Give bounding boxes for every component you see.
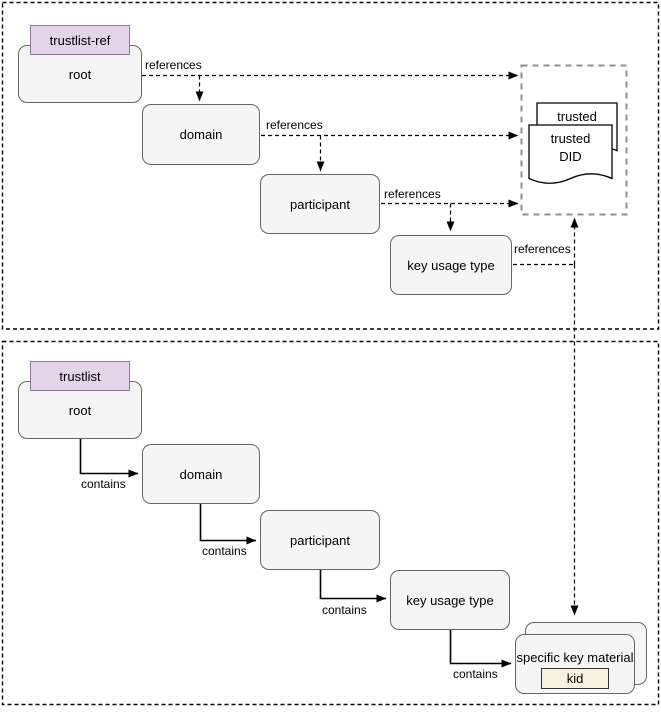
tag-trustlist-ref: trustlist-ref [30,25,130,55]
edge-label-references-root: references [143,58,204,72]
node-participant-label: participant [290,532,350,548]
edge-label-contains-root: contains [79,477,128,491]
node-domain-label: domain [179,466,223,482]
node-key-usage-ref: key usage type [390,235,512,295]
edge-label-contains-key-usage: contains [451,667,500,681]
kid-label: kid [566,671,584,686]
edge-label-references-key-usage: references [512,242,573,256]
node-participant-ref: participant [260,174,380,234]
edge-label-contains-participant: contains [320,603,369,617]
trusted-did-doc-label: trusted DID [550,131,591,164]
node-key-usage-label: key usage type [406,592,494,608]
node-participant: participant [260,510,380,570]
node-key-usage: key usage type [390,570,510,630]
node-domain: domain [142,444,260,504]
kid-box: kid [541,668,609,689]
trusted-doc-label: trusted [557,109,597,124]
edge-label-references-domain: references [264,118,325,132]
tag-trustlist-label: trustlist [59,368,101,384]
edge-label-references-participant: references [382,187,443,201]
node-root-label: root [68,402,92,418]
node-domain-ref: domain [142,104,260,165]
node-key-material-label: specific key material [516,650,634,665]
edge-label-contains-domain: contains [200,544,249,558]
node-domain-ref-label: domain [179,127,223,142]
node-key-usage-ref-label: key usage type [407,257,495,273]
node-root-ref-label: root [68,66,92,82]
node-key-material: specific key material kid [515,634,635,694]
node-participant-ref-label: participant [290,196,350,212]
tag-trustlist: trustlist [30,361,130,391]
tag-trustlist-ref-label: trustlist-ref [49,32,111,48]
